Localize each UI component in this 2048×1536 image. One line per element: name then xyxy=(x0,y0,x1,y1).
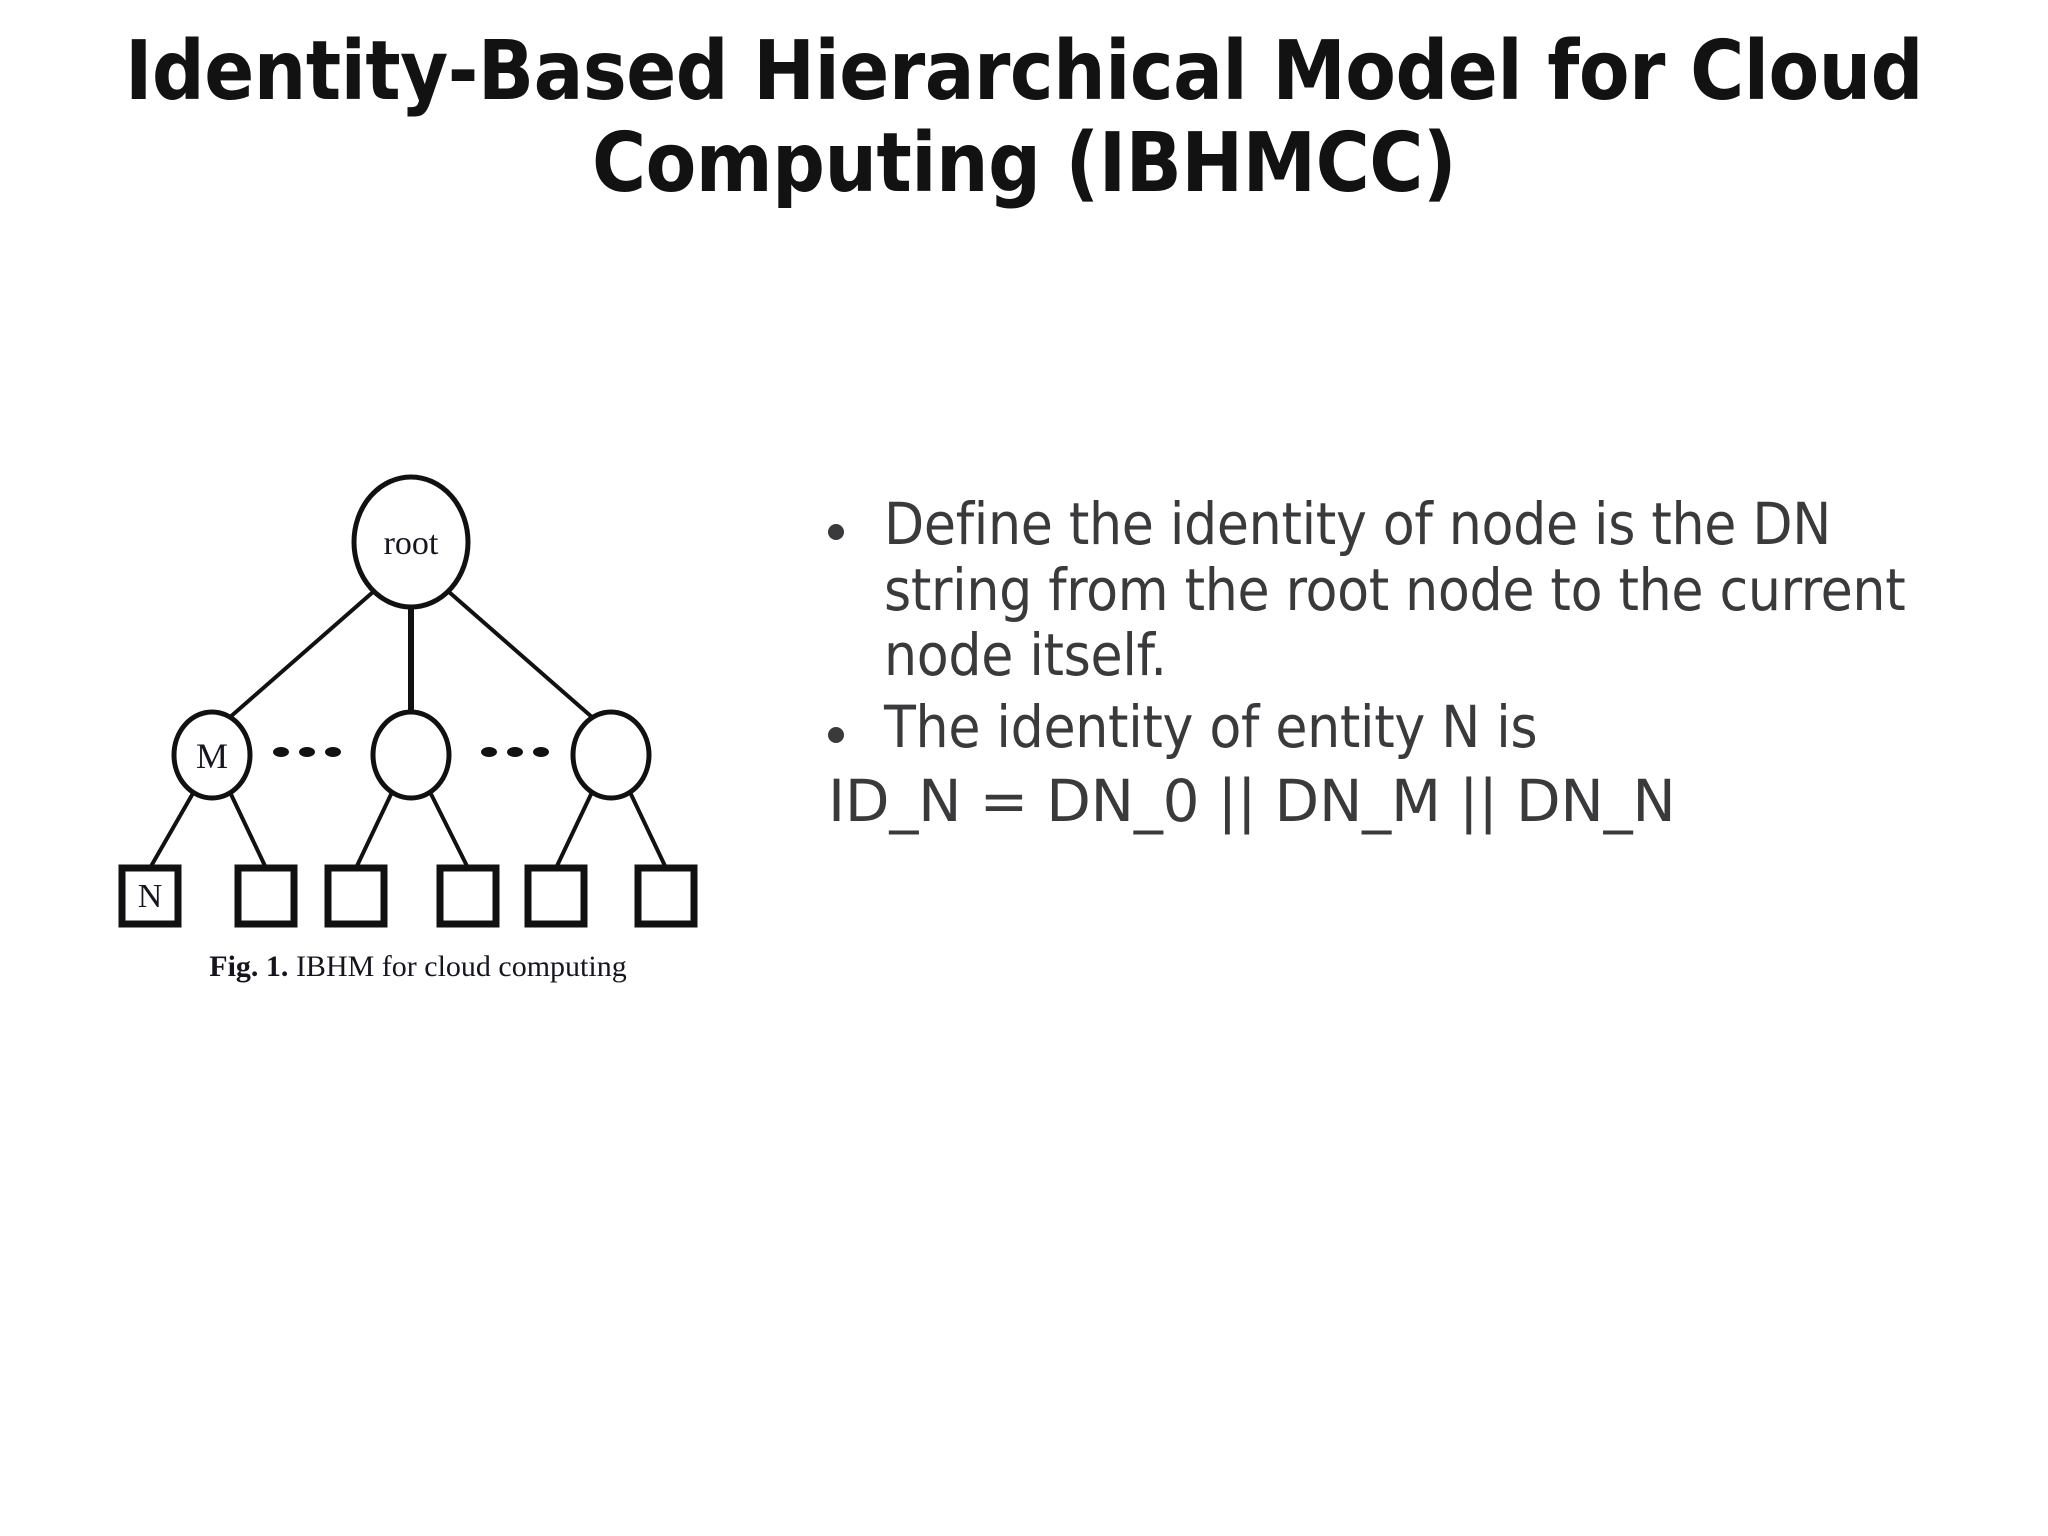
tree-leaf-4 xyxy=(436,864,500,928)
tree-leaf-3 xyxy=(324,864,388,928)
title-line-1: Identity-Based Hierarchical Model for Cl… xyxy=(125,24,1924,119)
edge-r-to-leaf-6 xyxy=(626,787,668,869)
tree-node-center xyxy=(370,709,452,801)
bullet-item-1: Define the identity of node is the DN st… xyxy=(828,490,1978,690)
tree-node-root: root xyxy=(351,474,471,610)
tree-leaf-n: N xyxy=(118,864,182,928)
ibhm-tree-diagram: root M N xyxy=(118,474,698,928)
ellipsis-right xyxy=(481,747,549,757)
ellipsis-left xyxy=(273,747,341,757)
edge-c-to-leaf-4 xyxy=(426,787,470,869)
figure-caption: Fig. 1. IBHM for cloud computing xyxy=(108,950,728,984)
tree-leaf-2 xyxy=(234,864,298,928)
content-body: Define the identity of node is the DN st… xyxy=(828,490,1978,836)
figure-caption-text: IBHM for cloud computing xyxy=(295,950,627,983)
identity-formula: ID_N = DN_0 || DN_M || DN_N xyxy=(828,767,1676,836)
tree-edges-level1 xyxy=(211,590,611,734)
edge-r-to-leaf-5 xyxy=(554,787,596,869)
bullet-item-2: The identity of entity N is xyxy=(828,692,1978,761)
bullet-dot-icon xyxy=(828,726,844,743)
edge-root-to-right xyxy=(447,590,611,734)
bullet-text-1: Define the identity of node is the DN st… xyxy=(884,490,1906,690)
edge-root-to-left xyxy=(211,590,375,734)
tree-node-m: M xyxy=(171,709,253,801)
tree-node-root-label: root xyxy=(384,525,439,562)
edge-m-to-leaf-2 xyxy=(226,787,268,869)
bullet-dot-icon xyxy=(828,524,844,540)
tree-node-right xyxy=(570,709,652,801)
edge-m-to-leaf-n xyxy=(148,787,198,869)
figure-caption-label: Fig. 1. xyxy=(209,950,289,983)
title-line-2: Computing (IBHMCC) xyxy=(591,115,1457,211)
tree-leaf-5 xyxy=(524,864,588,928)
tree-leaf-6 xyxy=(634,864,698,928)
tree-node-m-label: M xyxy=(196,736,228,776)
page-title: Identity-Based Hierarchical Model for Cl… xyxy=(0,26,2048,210)
bullet-text-2: The identity of entity N is xyxy=(884,692,1538,761)
ibhm-figure: root M N xyxy=(108,470,728,1030)
edge-c-to-leaf-3 xyxy=(354,787,396,869)
tree-leaf-n-label: N xyxy=(138,878,163,915)
tree-edges-level2 xyxy=(148,787,668,869)
